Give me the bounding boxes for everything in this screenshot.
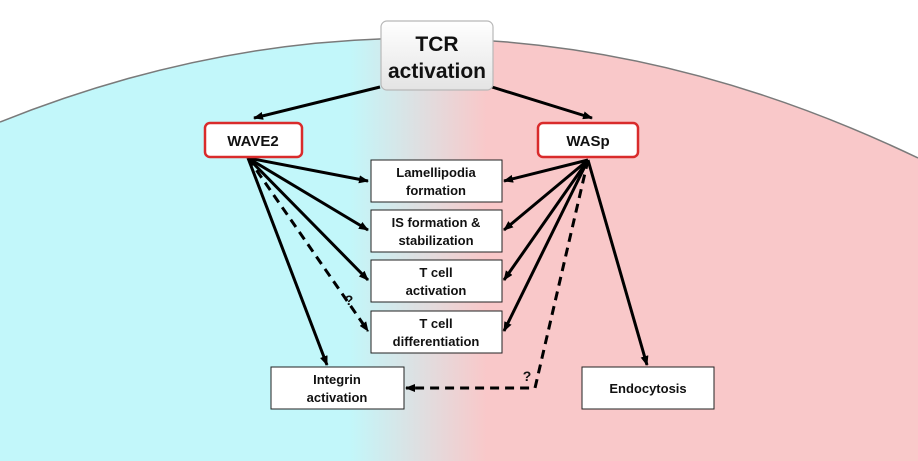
box-tcell-differentiation: T cell differentiation <box>370 310 503 354</box>
arrow-wave2-to-is-formation <box>247 156 369 232</box>
wasp-label: WASp <box>566 133 609 150</box>
arrow-wasp-to-tcell-differentiation <box>502 159 590 332</box>
wave2-label: WAVE2 <box>227 133 278 150</box>
node-wave2: WAVE2 <box>203 121 304 159</box>
box-is-formation: IS formation & stabilization <box>370 209 503 253</box>
lamellipodia-line2: formation <box>406 183 466 198</box>
arrow-wasp-to-tcell-activation <box>502 159 590 281</box>
arrow-wasp-to-integrin <box>405 159 590 392</box>
question-mark-wasp-integrin: ? <box>523 368 532 384</box>
arrow-tcr-to-wasp <box>491 85 593 120</box>
integrin-line1: Integrin <box>313 372 361 387</box>
tcell-differentiation-line1: T cell <box>419 316 452 331</box>
tcell-differentiation-line2: differentiation <box>393 334 480 349</box>
arrows <box>246 85 649 392</box>
arrow-wave2-to-integrin <box>246 157 329 366</box>
arrow-wave2-to-tcell-activation <box>246 156 370 282</box>
node-tcr-activation: TCR activation <box>380 20 494 91</box>
tcr-label-line1: TCR <box>415 33 458 56</box>
lamellipodia-line1: Lamellipodia <box>396 165 476 180</box>
arrow-wasp-to-endocytosis <box>586 159 649 366</box>
tcr-label-line2: activation <box>388 60 486 83</box>
arrow-wasp-to-is-formation <box>503 158 589 232</box>
box-endocytosis: Endocytosis <box>581 366 715 410</box>
arrow-wave2-to-tcell-differentiation <box>246 157 370 332</box>
integrin-line2: activation <box>307 390 368 405</box>
box-integrin-activation: Integrin activation <box>270 366 405 410</box>
arrow-wasp-to-lamellipodia <box>503 158 589 183</box>
is-formation-line2: stabilization <box>398 233 473 248</box>
endocytosis-label: Endocytosis <box>609 381 686 396</box>
node-wasp: WASp <box>536 121 640 159</box>
question-mark-wave2-differentiation: ? <box>345 292 354 308</box>
box-lamellipodia-formation: Lamellipodia formation <box>370 159 503 203</box>
is-formation-line1: IS formation & <box>392 215 481 230</box>
box-tcell-activation: T cell activation <box>370 259 503 303</box>
tcell-activation-line1: T cell <box>419 265 452 280</box>
arrow-tcr-to-wave2 <box>253 85 381 120</box>
tcell-activation-line2: activation <box>406 283 467 298</box>
arrow-wave2-to-lamellipodia <box>247 156 369 184</box>
